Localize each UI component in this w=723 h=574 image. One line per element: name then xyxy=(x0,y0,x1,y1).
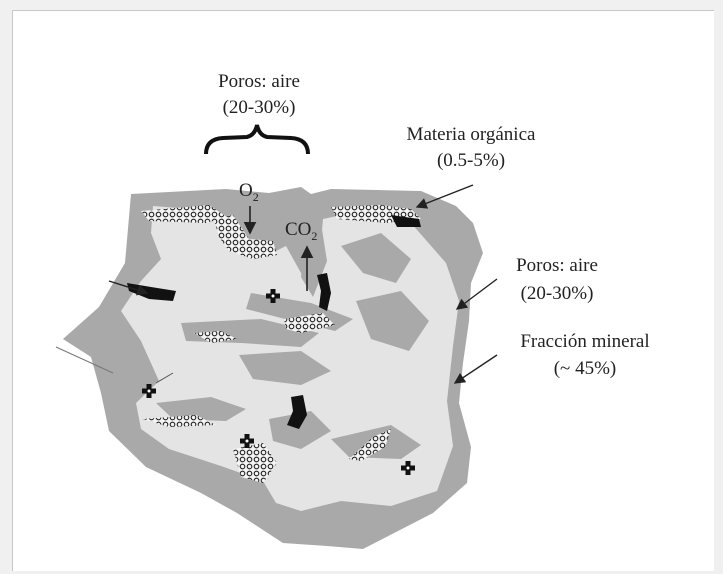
pore-channel xyxy=(156,397,246,421)
aggregate-patch xyxy=(143,415,216,427)
microorganism-icon xyxy=(266,289,280,303)
root-hair xyxy=(155,372,174,384)
aggregate-patch xyxy=(233,443,277,483)
aggregate-patch xyxy=(194,331,237,343)
mineral-fraction-label-line2: (~ 45%) xyxy=(554,358,617,379)
pores-top-label-line2: (20-30%) xyxy=(223,97,296,118)
pore-channel xyxy=(356,291,429,351)
microorganism-icon xyxy=(240,434,254,448)
aggregate-patch xyxy=(349,429,391,461)
co2-label: CO2 xyxy=(285,219,317,243)
pores-right-label-line1: Poros: aire xyxy=(516,255,598,276)
pore-channel xyxy=(341,233,411,283)
organic-matter-label-line2: (0.5-5%) xyxy=(437,150,505,171)
organic-pointer-arrow xyxy=(415,184,474,209)
pores-right-label-line2: (20-30%) xyxy=(521,283,594,304)
pore-channel xyxy=(269,411,331,449)
microorganism-icon xyxy=(142,384,156,398)
aggregate-patch xyxy=(141,205,227,223)
organic-left-pointer-arrow xyxy=(108,280,149,296)
pores-brace xyxy=(204,124,310,155)
organic-matter xyxy=(287,395,307,429)
organic-matter xyxy=(317,273,331,311)
mineral-pointer-arrow xyxy=(453,354,498,384)
pores-top-label-line1: Poros: aire xyxy=(218,71,300,92)
aggregate-patch xyxy=(214,215,277,259)
soil-composition-diagram: Poros: aire (20-30%) Materia orgánica (0… xyxy=(55,71,650,549)
root-hair xyxy=(55,346,114,374)
organic-matter xyxy=(391,215,421,227)
figure-frame: Poros: aire (20-30%) Materia orgánica (0… xyxy=(12,10,714,571)
mineral-fraction-label-line1: Fracción mineral xyxy=(520,331,649,352)
pores-right-pointer-arrow xyxy=(455,278,498,310)
organic-matter-label-line1: Materia orgánica xyxy=(407,124,536,145)
pore-channel xyxy=(239,351,331,385)
aggregate-patch xyxy=(284,313,335,333)
microorganism-icon xyxy=(401,461,415,475)
o2-label: O2 xyxy=(239,180,259,204)
